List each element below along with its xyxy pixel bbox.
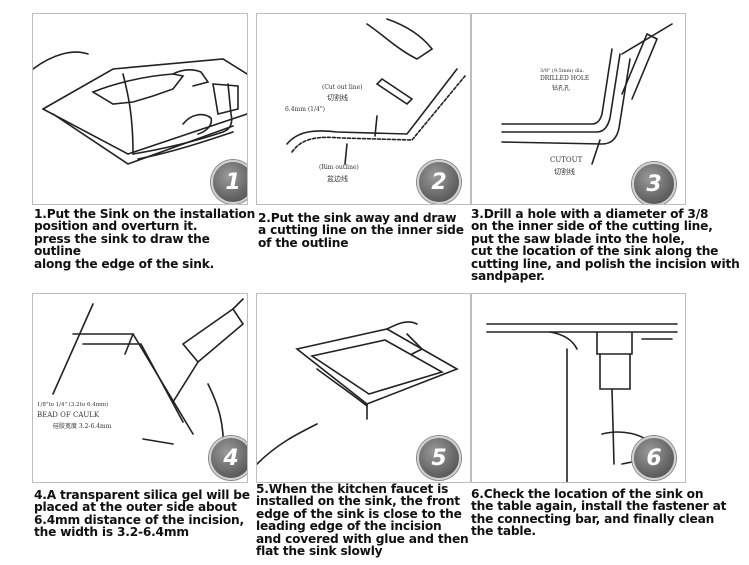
- caulk-size-label: 1/8"to 1/4" (3.2to 6.4mm): [37, 401, 108, 408]
- drill-label-mid: DRILLED HOLE: [540, 75, 589, 82]
- caulk-drawing: 1/8"to 1/4" (3.2to 6.4mm) BEAD OF CAULK …: [37, 298, 245, 455]
- drill-label-top: 3/8" (9.5mm) dia.: [540, 67, 585, 74]
- step-5-illustration: 5: [256, 293, 471, 483]
- place-sink-drawing: [257, 321, 459, 465]
- sink-overturn-drawing: [33, 51, 247, 165]
- step-badge: 5: [417, 436, 461, 480]
- step-3-illustration: 3/8" (9.5mm) dia. DRILLED HOLE 钻孔孔 CUTOU…: [471, 13, 686, 205]
- step-6-illustration: 6: [471, 293, 686, 483]
- drill-label-zh: 钻孔孔: [552, 84, 570, 92]
- cutout-label-en: CUTOUT: [550, 156, 583, 164]
- rim-line-label-en: (Rim outline): [319, 164, 359, 171]
- step-badge: 3: [632, 162, 676, 204]
- step-3-caption: 3.Drill a hole with a diameter of 3/8 on…: [471, 207, 740, 284]
- step-badge: 1: [211, 160, 247, 204]
- drill-hole-drawing: 3/8" (9.5mm) dia. DRILLED HOLE 钻孔孔 CUTOU…: [501, 23, 673, 176]
- step-5-caption: 5.When the kitchen faucet is installed o…: [256, 482, 469, 559]
- step-badge: 2: [417, 160, 461, 204]
- distance-label: 6.4mm (1/4"): [285, 106, 325, 113]
- caulk-label-zh: 硅胶宽度 3.2-6.4mm: [53, 422, 112, 430]
- step-2-illustration: (Cut out line) 切割线 6.4mm (1/4") (Rim out…: [256, 13, 471, 205]
- step-1-illustration: 1: [32, 13, 248, 205]
- step-1-caption: 1.Put the Sink on the installation posit…: [34, 207, 256, 271]
- step-badge: 6: [632, 436, 676, 480]
- caulk-label-en: BEAD OF CAULK: [37, 411, 100, 419]
- step-6-caption: 6.Check the location of the sink on the …: [471, 487, 727, 539]
- step-badge: 4: [209, 436, 247, 480]
- cutout-label-zh: 切割线: [554, 167, 575, 176]
- fastener-drawing: [486, 323, 678, 482]
- cut-line-label-zh: 切割线: [327, 93, 348, 102]
- rim-line-label-zh: 盆边线: [327, 174, 348, 183]
- step-2-caption: 2.Put the sink away and draw a cutting l…: [258, 211, 464, 250]
- cut-line-label-en: (Cut out line): [322, 84, 363, 91]
- step-4-caption: 4.A transparent silica gel will be place…: [34, 488, 250, 540]
- cut-line-drawing: (Cut out line) 切割线 6.4mm (1/4") (Rim out…: [285, 18, 466, 183]
- step-4-illustration: 1/8"to 1/4" (3.2to 6.4mm) BEAD OF CAULK …: [32, 293, 248, 483]
